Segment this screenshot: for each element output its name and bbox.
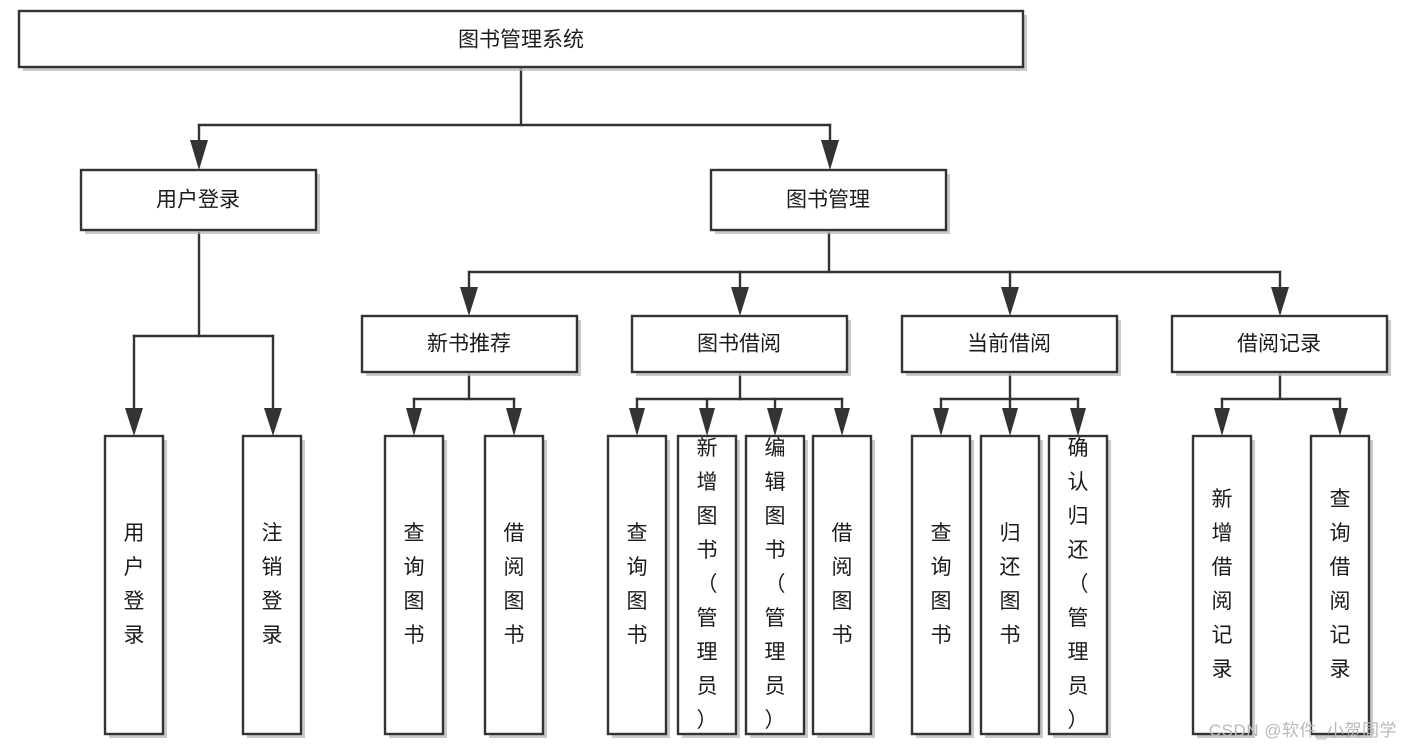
leaf-box[interactable] bbox=[606, 434, 668, 736]
arrow-to-leaf-borrow-book-1 bbox=[506, 408, 522, 436]
leaf-box[interactable] bbox=[483, 434, 545, 736]
arrow-to-leaf-add-record bbox=[1214, 408, 1230, 436]
arrow-to-borrow-record bbox=[1271, 287, 1289, 316]
arrow-to-leaf-user-login bbox=[125, 408, 143, 436]
node-book-manage-box[interactable] bbox=[709, 168, 948, 232]
leaf-box[interactable] bbox=[1309, 434, 1371, 736]
arrow-to-current-borrow bbox=[1001, 287, 1019, 316]
leaf-label: 查询图书 bbox=[627, 522, 648, 647]
node-new-book-rec-label: 新书推荐 bbox=[427, 333, 511, 356]
leaf-label: 确认归还（管理员） bbox=[1068, 437, 1089, 732]
node-book-borrow-label: 图书借阅 bbox=[697, 333, 781, 356]
node-new-book-rec-box[interactable] bbox=[360, 314, 579, 374]
node-book-manage-label: 图书管理 bbox=[786, 189, 870, 212]
leaf-node[interactable]: 借阅图书 bbox=[811, 434, 875, 738]
leaf-box[interactable] bbox=[1191, 434, 1253, 736]
arrow-to-new-book-rec bbox=[460, 287, 478, 316]
leaf-node[interactable]: 注销登录 bbox=[241, 434, 305, 738]
arrow-to-leaf-add-book bbox=[699, 408, 715, 436]
arrow-to-leaf-logout-login bbox=[264, 408, 282, 436]
leaf-node[interactable]: 归还图书 bbox=[979, 434, 1043, 738]
arrowheads-group bbox=[125, 140, 1348, 436]
leaf-box[interactable] bbox=[241, 434, 303, 736]
node-user-login-box[interactable] bbox=[79, 168, 318, 232]
leaf-node[interactable]: 查询图书 bbox=[606, 434, 670, 738]
arrow-to-book-borrow bbox=[731, 287, 749, 316]
node-current-borrow[interactable]: 当前借阅 bbox=[900, 314, 1121, 376]
leaf-box[interactable] bbox=[811, 434, 873, 736]
leaf-node[interactable]: 查询图书 bbox=[383, 434, 447, 738]
csdn-watermark: CSDN @软件_小贺同学 bbox=[1208, 721, 1397, 740]
leaf-node[interactable]: 确认归还（管理员） bbox=[1047, 434, 1111, 738]
node-user-login-label: 用户登录 bbox=[156, 189, 240, 212]
node-borrow-record-box[interactable] bbox=[1170, 314, 1389, 374]
node-user-login[interactable]: 用户登录 bbox=[79, 168, 320, 234]
leaf-box[interactable] bbox=[1047, 434, 1109, 736]
leaves-group: 用户登录 注销登录 查询图书 借阅图书 查询图书 bbox=[103, 434, 1373, 738]
arrow-to-leaf-query-book-2 bbox=[629, 408, 645, 436]
arrow-to-leaf-borrow-book-2 bbox=[834, 408, 850, 436]
node-root-box[interactable] bbox=[17, 9, 1025, 69]
node-current-borrow-box[interactable] bbox=[900, 314, 1119, 374]
leaf-node[interactable]: 查询图书 bbox=[910, 434, 974, 738]
node-root[interactable]: 图书管理系统 bbox=[17, 9, 1027, 71]
leaf-label: 借阅图书 bbox=[832, 522, 853, 647]
leaf-label: 查询图书 bbox=[931, 522, 952, 647]
node-root-label: 图书管理系统 bbox=[458, 29, 584, 52]
arrow-to-leaf-query-book-1 bbox=[406, 408, 422, 436]
arrow-to-leaf-return-book bbox=[1002, 408, 1018, 436]
leaf-label: 新增借阅记录 bbox=[1212, 488, 1233, 681]
leaf-box[interactable] bbox=[676, 434, 738, 736]
arrow-to-leaf-confirm-return bbox=[1070, 408, 1086, 436]
leaf-label: 借阅图书 bbox=[504, 522, 525, 647]
node-borrow-record-label: 借阅记录 bbox=[1237, 333, 1321, 356]
connectors-group bbox=[132, 66, 1342, 410]
leaf-box[interactable] bbox=[910, 434, 972, 736]
node-current-borrow-label: 当前借阅 bbox=[967, 333, 1051, 356]
leaf-box[interactable] bbox=[979, 434, 1041, 736]
leaf-node[interactable]: 用户登录 bbox=[103, 434, 167, 738]
leaf-label: 归还图书 bbox=[1000, 522, 1021, 647]
leaf-label: 注销登录 bbox=[262, 522, 283, 647]
leaf-label: 查询借阅记录 bbox=[1330, 488, 1351, 681]
leaf-label: 用户登录 bbox=[124, 522, 145, 647]
node-book-borrow-box[interactable] bbox=[630, 314, 849, 374]
leaf-box[interactable] bbox=[103, 434, 165, 736]
node-borrow-record[interactable]: 借阅记录 bbox=[1170, 314, 1391, 376]
arrow-to-leaf-query-record bbox=[1332, 408, 1348, 436]
leaf-label: 查询图书 bbox=[404, 522, 425, 647]
leaf-node[interactable]: 新增图书（管理员） bbox=[676, 434, 740, 738]
node-new-book-rec[interactable]: 新书推荐 bbox=[360, 314, 581, 376]
arrow-to-book-manage bbox=[821, 140, 839, 170]
node-book-borrow[interactable]: 图书借阅 bbox=[630, 314, 851, 376]
node-book-manage[interactable]: 图书管理 bbox=[709, 168, 950, 234]
leaf-label: 新增图书（管理员） bbox=[697, 437, 718, 732]
leaf-node[interactable]: 查询借阅记录 bbox=[1309, 434, 1373, 738]
leaf-box[interactable] bbox=[383, 434, 445, 736]
arrow-to-leaf-query-book-3 bbox=[933, 408, 949, 436]
leaf-node[interactable]: 新增借阅记录 bbox=[1191, 434, 1255, 738]
leaf-node[interactable]: 编辑图书（管理员） bbox=[744, 434, 808, 738]
leaf-box[interactable] bbox=[744, 434, 806, 736]
leaf-label: 编辑图书（管理员） bbox=[765, 437, 786, 732]
arrow-to-leaf-edit-book bbox=[767, 408, 783, 436]
arrow-to-user-login bbox=[190, 140, 208, 170]
leaf-node[interactable]: 借阅图书 bbox=[483, 434, 547, 738]
